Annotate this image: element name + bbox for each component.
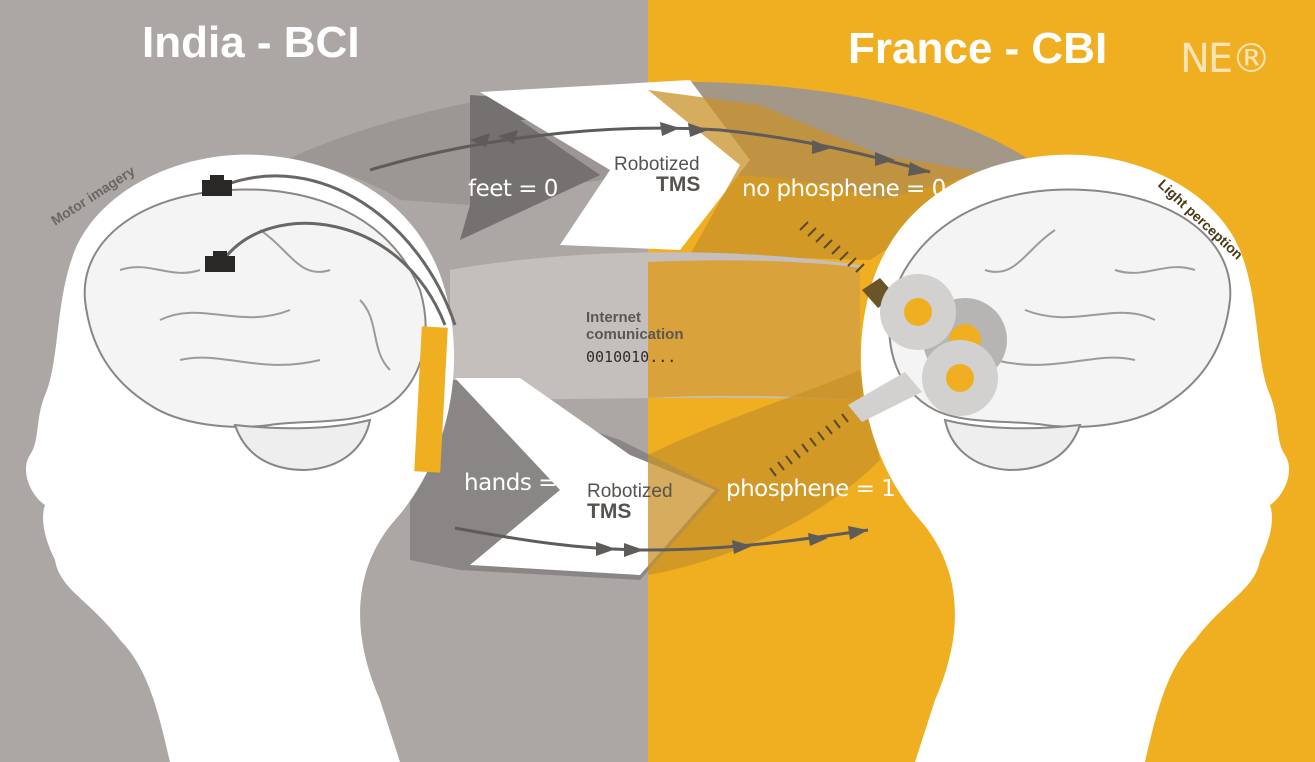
electrode-lower <box>205 256 235 272</box>
electrode-lower-cap <box>213 251 227 257</box>
bottom-band-right <box>648 370 880 575</box>
robotized-top-line2: TMS <box>656 173 701 196</box>
right-brain-folds <box>924 229 1196 371</box>
bottom-arrowhead-3 <box>732 540 752 554</box>
left-cerebellum <box>233 418 372 472</box>
bottom-arrowhead-1 <box>596 542 616 556</box>
tms-pulse-lower <box>769 413 849 477</box>
bottom-arrowhead-5 <box>848 526 868 540</box>
robotized-top-line1: Robotized <box>614 154 700 175</box>
ne-logo: NE® <box>1180 36 1271 82</box>
top-robot-chevron <box>480 80 750 250</box>
internet-line2: comunication <box>586 326 684 343</box>
electrode-top-cap <box>210 175 224 181</box>
tms-pulse-upper <box>799 221 865 273</box>
top-arrowhead-4 <box>688 123 708 137</box>
no-phosphene-label: no phosphene = 0 <box>742 176 946 202</box>
hands-label: hands = 1 <box>464 470 578 496</box>
top-arrowhead-2 <box>498 130 518 144</box>
top-arrowhead-6 <box>875 152 895 166</box>
bottom-arrowhead-2 <box>624 543 644 557</box>
top-arrowhead-5 <box>812 140 832 154</box>
amplifier-bar <box>414 326 448 473</box>
bottom-arrowhead-4 <box>808 533 828 546</box>
france-cbi-title: France - CBI <box>848 24 1108 73</box>
robotized-bottom-line2: TMS <box>587 500 632 523</box>
top-arrowhead-1 <box>470 133 490 147</box>
electrode-top <box>202 180 232 196</box>
robotized-bottom-line1: Robotized <box>587 481 673 502</box>
middle-band-right <box>648 260 860 400</box>
tms-coil <box>848 274 1007 422</box>
internet-communication-label: Internet comunication <box>586 309 684 343</box>
robotized-tms-top: Robotized TMS <box>614 154 701 196</box>
robotized-tms-bottom: Robotized TMS <box>587 481 673 523</box>
internet-line1: Internet <box>586 309 642 326</box>
right-cerebellum <box>943 418 1082 472</box>
feet-label: feet = 0 <box>468 176 558 202</box>
wire-lower <box>223 221 447 326</box>
top-arrowhead-3 <box>660 122 680 136</box>
binary-data-label: 0010010... <box>586 348 677 366</box>
wire-top <box>224 174 457 326</box>
phosphene-label: phosphene = 1 <box>726 476 896 502</box>
bottom-flow-line <box>454 526 869 552</box>
top-arrowhead-7 <box>908 162 930 176</box>
left-brain-folds <box>119 229 391 371</box>
india-bci-title: India - BCI <box>142 18 360 67</box>
